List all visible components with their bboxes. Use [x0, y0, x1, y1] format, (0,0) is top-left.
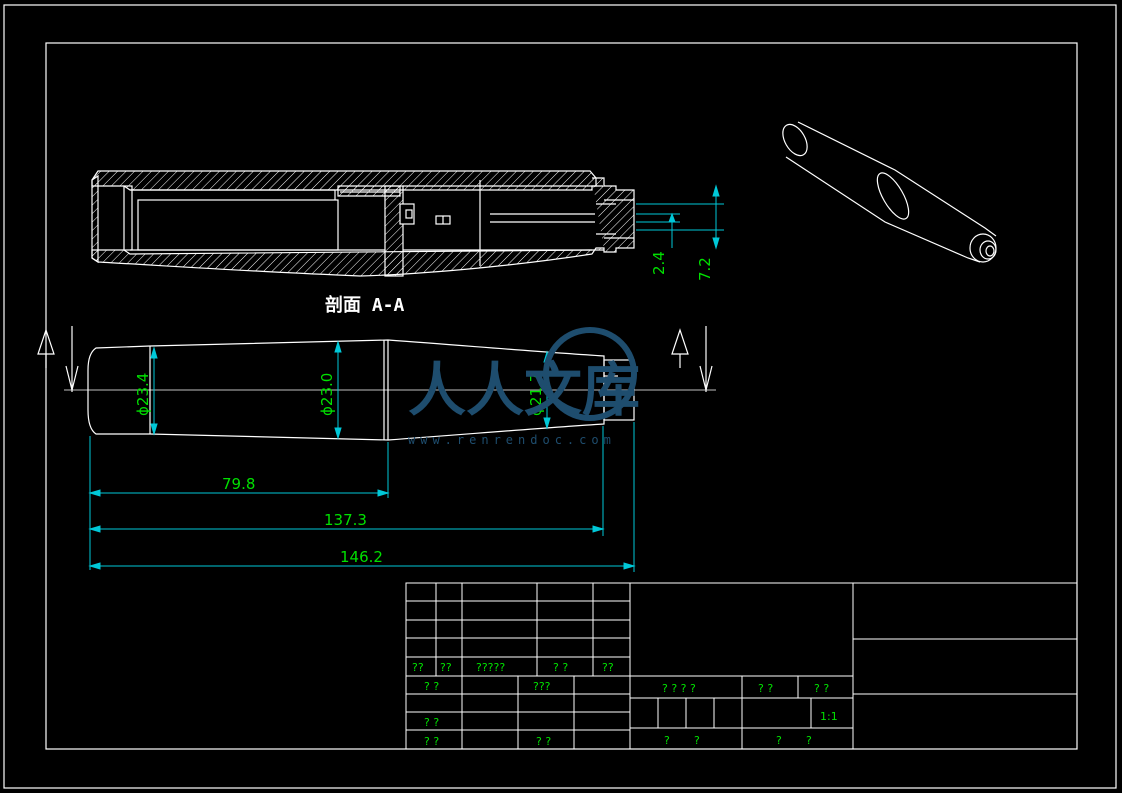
tb-cell-k: ?: [694, 734, 700, 747]
watermark: 人人文库 www.renrendoc.com: [408, 327, 640, 447]
tb-cell-b: ???: [533, 680, 551, 693]
tb-cell-f: ? ?: [424, 716, 439, 729]
tb-label-5: ??: [602, 661, 614, 674]
tb-cell-c: ? ? ? ?: [662, 682, 696, 695]
section-marker-left: [37, 326, 79, 392]
section-view: [91, 170, 635, 277]
section-small-dims: [636, 184, 724, 250]
tb-cell-h: ? ?: [424, 735, 439, 748]
dim-d21-7: ϕ21.7: [527, 373, 545, 416]
tb-cell-d: ? ?: [758, 682, 773, 695]
tb-cell-i: ? ?: [536, 735, 551, 748]
isometric-view: [782, 121, 997, 263]
section-marker-right: [671, 326, 713, 392]
tb-cell-a: ? ?: [424, 680, 439, 693]
dim-79-8: 79.8: [222, 475, 255, 493]
tb-cell-e: ? ?: [814, 682, 829, 695]
diameter-dims: [150, 340, 551, 440]
dim-137-3: 137.3: [324, 511, 367, 529]
length-dims: [88, 422, 636, 572]
tb-cell-j: ?: [664, 734, 670, 747]
dim-7-2: 7.2: [696, 257, 714, 281]
outer-border: [3, 4, 1117, 789]
tb-cell-l: ?: [776, 734, 782, 747]
tb-label-2: ??: [440, 661, 452, 674]
title-block-text: ?? ?? ????? ? ? ?? ? ? ??? ? ? ? ? ? ? ?…: [412, 661, 838, 748]
tb-label-1: ??: [412, 661, 424, 674]
dim-d23-4: ϕ23.4: [134, 373, 152, 416]
watermark-url: www.renrendoc.com: [408, 433, 616, 447]
section-label: 剖面 A-A: [325, 294, 405, 316]
dim-146-2: 146.2: [340, 548, 383, 566]
watermark-text: 人人文库: [408, 356, 640, 424]
dim-2-4: 2.4: [650, 251, 668, 275]
tb-cell-m: ?: [806, 734, 812, 747]
tb-label-4: ? ?: [553, 661, 568, 674]
dim-d23-0: ϕ23.0: [318, 373, 336, 416]
tb-cell-g: 1:1: [820, 710, 838, 723]
title-block: [405, 582, 1078, 750]
tb-label-3: ?????: [476, 661, 505, 674]
